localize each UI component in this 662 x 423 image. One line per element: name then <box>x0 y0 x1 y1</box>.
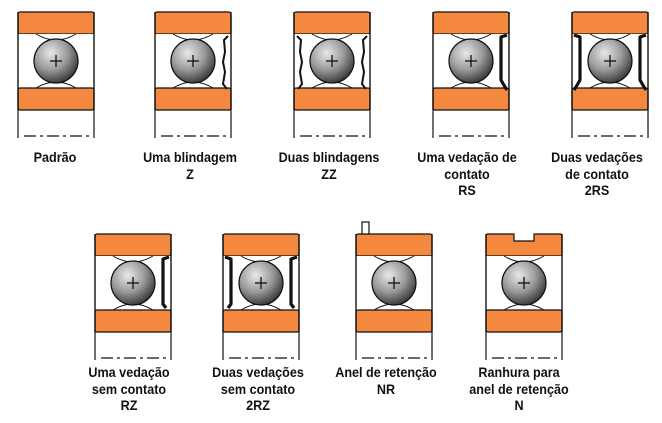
caption-rs: Uma vedação de contato RS <box>409 149 526 199</box>
caption-line: Duas vedações <box>551 149 643 165</box>
bearing-zz-outer-ring <box>293 11 371 35</box>
caption-line: sem contato <box>220 380 296 397</box>
bearing-zz-right-shield <box>360 35 368 90</box>
caption-line: Ranhura para <box>478 364 560 380</box>
caption-zz: Duas blindagens ZZ <box>271 149 388 182</box>
bearing-zz-drawing <box>293 11 371 138</box>
bearing-n-inner-ring <box>485 309 563 333</box>
bearing-n-outer-ring <box>485 233 563 257</box>
caption-line: Anel de retenção <box>335 364 437 380</box>
bearing-zz-inner-ring <box>293 87 371 111</box>
caption-line: 2RZ <box>246 397 270 413</box>
bearing-z-drawing <box>154 11 232 138</box>
bearing-z-outer-ring <box>154 11 232 35</box>
bearing-2rs-inner-ring <box>571 87 649 111</box>
bearing-padrao-drawing <box>17 11 95 138</box>
bearing-z-inner-ring <box>154 87 232 111</box>
caption-z: Uma blindagem Z <box>132 149 249 182</box>
bearing-rz-outer-ring <box>94 233 172 257</box>
bearing-2rs-outer-ring <box>571 11 649 35</box>
bearing-rz-right-noncontact <box>161 255 170 309</box>
caption-line: Uma vedação de <box>417 149 517 165</box>
bearing-nr-inner-ring <box>355 309 433 333</box>
caption-2rz: Duas vedações sem contato 2RZ <box>200 364 317 414</box>
bearing-z-right-shield <box>221 35 229 90</box>
bearing-nr-retaining-ring <box>361 221 370 235</box>
bearing-2rs-left-contact <box>572 33 582 91</box>
caption-line: Duas vedações <box>212 364 304 380</box>
caption-line: Z <box>186 165 194 182</box>
caption-line: Uma blindagem <box>143 149 237 165</box>
bearing-zz-left-shield <box>296 35 304 90</box>
bearing-n-drawing <box>485 233 563 360</box>
caption-line: ZZ <box>321 165 337 182</box>
caption-line: sem contato <box>91 380 167 397</box>
caption-2rs: Duas vedações de contato 2RS <box>539 149 656 199</box>
bearing-2rs-right-contact <box>638 33 648 91</box>
bearing-rz-inner-ring <box>94 309 172 333</box>
caption-line: RS <box>458 182 476 198</box>
caption-line: 2RS <box>584 182 610 198</box>
caption-line: NR <box>376 380 396 397</box>
bearing-2rz-right-noncontact <box>289 255 298 309</box>
bearing-padrao-inner-ring <box>17 87 95 111</box>
bearing-2rz-left-noncontact <box>224 255 233 309</box>
caption-line: contato <box>444 165 490 182</box>
caption-line: de contato <box>565 165 629 182</box>
caption-line: Duas blindagens <box>278 149 380 165</box>
bearing-nr-drawing <box>355 221 433 360</box>
bearing-2rz-inner-ring <box>222 309 300 333</box>
bearing-rs-outer-ring <box>432 11 510 35</box>
bearing-2rz-outer-ring <box>222 233 300 257</box>
bearing-rz-drawing <box>94 233 172 360</box>
bearing-rs-inner-ring <box>432 87 510 111</box>
caption-nr: Anel de retenção NR <box>328 364 445 397</box>
bearing-2rs-drawing <box>571 11 649 138</box>
caption-line: Padrão <box>33 149 77 165</box>
bearing-rs-drawing <box>432 11 510 138</box>
bearing-nr-outer-ring <box>355 233 433 257</box>
caption-line: Uma vedação <box>88 364 170 380</box>
bearing-rs-right-contact <box>499 33 509 91</box>
caption-rz: Uma vedação sem contato RZ <box>71 364 188 414</box>
bearing-2rz-drawing <box>222 233 300 360</box>
caption-n: Ranhura para anel de retenção N <box>461 364 578 414</box>
caption-line: N <box>514 397 524 413</box>
caption-padrao: Padrão <box>0 149 114 166</box>
caption-line: anel de retenção <box>469 380 569 397</box>
bearing-padrao-outer-ring <box>17 11 95 35</box>
caption-line: RZ <box>120 397 138 413</box>
